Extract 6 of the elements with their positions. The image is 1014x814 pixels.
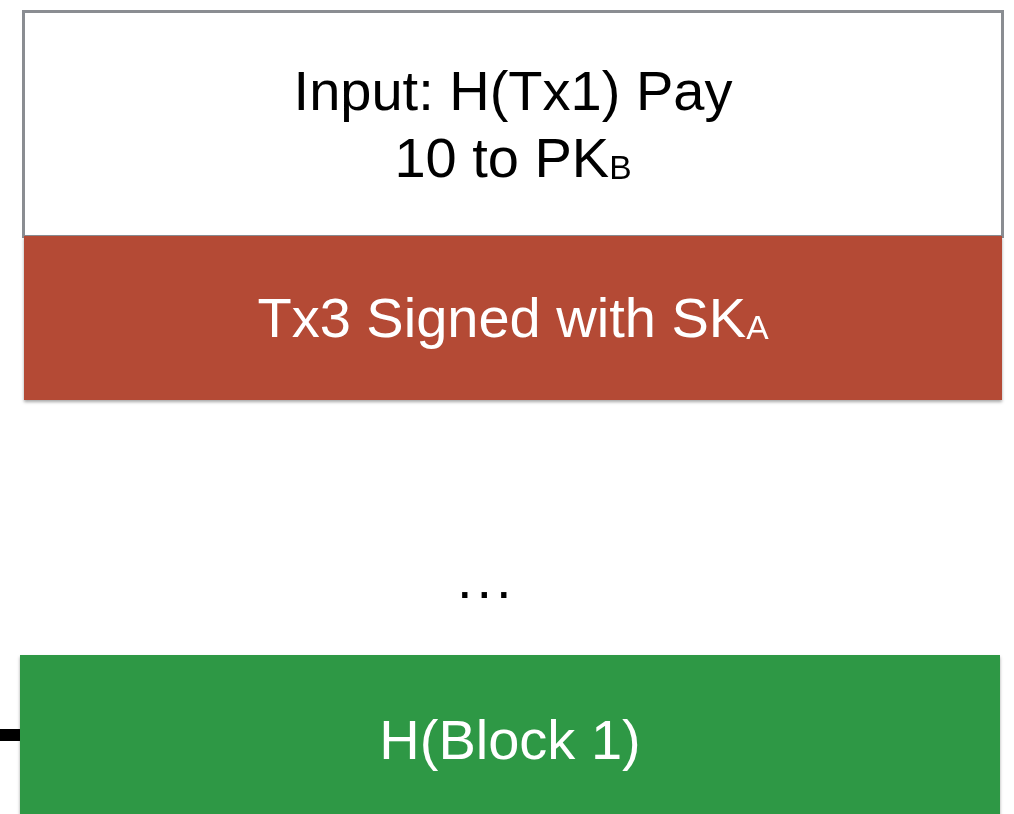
box-text: H(Block 1) xyxy=(379,707,641,774)
transaction-box xyxy=(22,10,1004,238)
signature-bar xyxy=(24,236,1002,400)
block-hash-bar xyxy=(20,655,1000,814)
connector-line xyxy=(0,729,20,741)
ellipsis-text: ... xyxy=(457,546,516,612)
